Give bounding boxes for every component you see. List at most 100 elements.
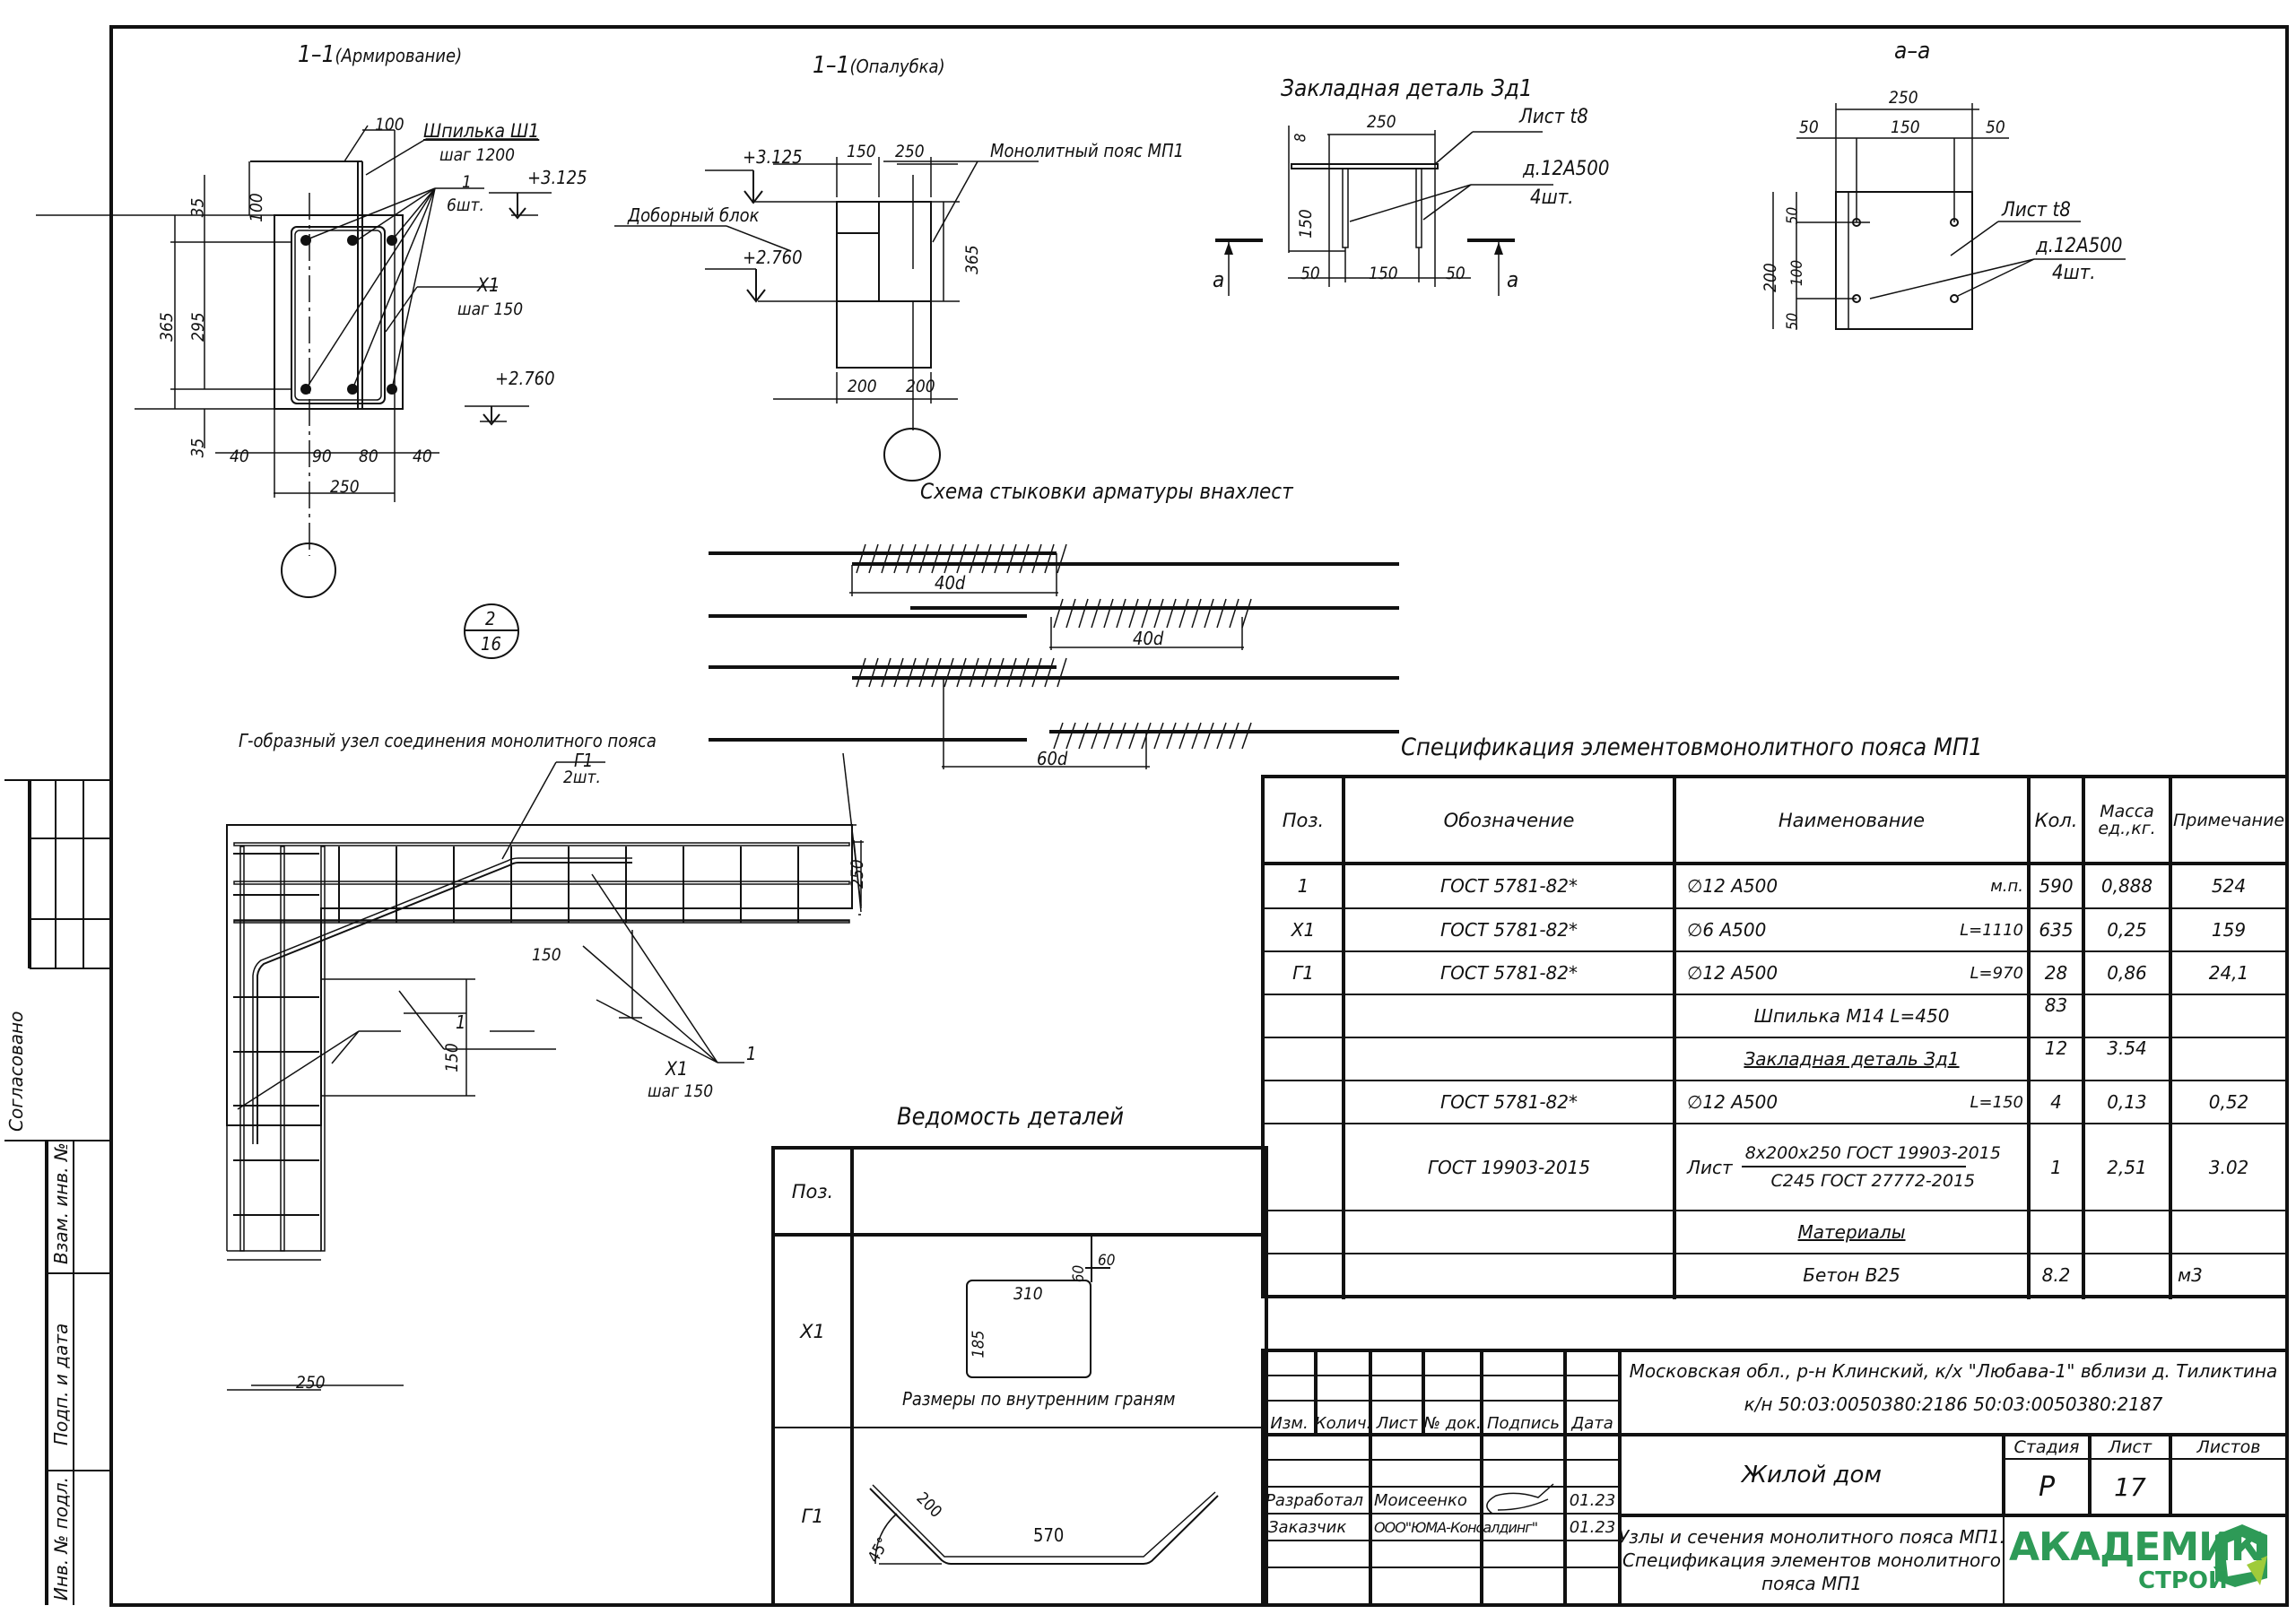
stirrup-label: Х1 bbox=[477, 274, 500, 296]
dim-label: 40 bbox=[230, 447, 249, 466]
rod-count: 4шт. bbox=[2052, 262, 2096, 284]
dim-label: 150 bbox=[1891, 117, 1920, 137]
dim-label: 250 bbox=[296, 1373, 326, 1393]
lap-hatch-mark bbox=[1229, 598, 1239, 629]
side-stamp-inv-original: Инв. № подл. bbox=[50, 1477, 72, 1601]
stud-step: шаг 1200 bbox=[439, 145, 516, 165]
lap-hatch-mark bbox=[1178, 598, 1189, 629]
object-name: Жилой дом bbox=[1741, 1462, 1883, 1488]
dim-label: 50 bbox=[1446, 264, 1465, 283]
spec-cell-mass: 2,51 bbox=[2107, 1156, 2147, 1178]
spec-cell-mass: 3.54 bbox=[2107, 1037, 2147, 1059]
dim-label: 50 bbox=[1300, 264, 1320, 283]
detail-dim: 60 bbox=[1098, 1252, 1116, 1270]
spec-cell-pos: Г1 bbox=[1292, 962, 1314, 984]
lap-hatch-mark bbox=[944, 657, 954, 688]
dim-label: 100 bbox=[375, 115, 404, 135]
spec-header-name: Наименование bbox=[1778, 809, 1926, 831]
lap-hatch-mark bbox=[893, 543, 904, 574]
lap-hatch-mark bbox=[1229, 722, 1239, 750]
sheets-label: Листов bbox=[2196, 1436, 2261, 1457]
spec-cell-name: Материалы bbox=[1674, 1211, 2029, 1254]
dim-label: 150 bbox=[1369, 264, 1398, 283]
embedded-part-title: Закладная деталь Зд1 bbox=[1281, 75, 1533, 102]
stage-label: Стадия bbox=[2013, 1436, 2080, 1457]
spec-cell-pos bbox=[1263, 994, 1344, 1037]
section-marker-circle bbox=[281, 542, 336, 598]
dim-label: 150 bbox=[532, 945, 561, 965]
spec-name-suffix: L=150 bbox=[1970, 1092, 2023, 1112]
sheets-value bbox=[2170, 1459, 2287, 1515]
spec-cell-mass bbox=[2083, 994, 2170, 1037]
spec-cell-designation bbox=[1344, 1254, 1674, 1297]
dim-label: 365 bbox=[961, 245, 982, 274]
lap-hatch-mark bbox=[1006, 657, 1017, 688]
stirrup-step: шаг 150 bbox=[457, 299, 524, 319]
section-aa-drawing bbox=[1772, 103, 2126, 330]
spec-cell-designation: ГОСТ 5781-82* bbox=[1440, 1091, 1578, 1113]
side-stamp-grid bbox=[4, 779, 111, 1605]
dim-label: 250 bbox=[1367, 112, 1396, 132]
dim-label: 100 bbox=[246, 193, 266, 222]
spec-cell-qty: 12 bbox=[2044, 1037, 2068, 1059]
section-formwork-title: 1–1(Опалубка) bbox=[813, 52, 945, 79]
customer-date: 01.23 bbox=[1569, 1517, 1616, 1537]
drawing-title-line2: Спецификация элементов монолитного bbox=[1622, 1549, 2002, 1571]
lap-hatch-mark bbox=[1031, 657, 1042, 688]
lap-hatch-mark bbox=[918, 543, 929, 574]
lap-hatch-mark bbox=[1019, 657, 1030, 688]
g-bar-label: Г1 bbox=[574, 750, 594, 771]
lap-length-label: 40d bbox=[935, 572, 966, 594]
spec-cell-pos bbox=[1263, 1211, 1344, 1254]
spec-cell-designation: ГОСТ 5781-82* bbox=[1440, 962, 1578, 984]
dim-label: 150 bbox=[847, 142, 876, 161]
spec-header-designation: Обозначение bbox=[1443, 809, 1575, 831]
section-reinforcement-title: 1–1(Армирование) bbox=[298, 41, 463, 68]
lap-hatch-mark bbox=[1031, 543, 1042, 574]
sheet-label: Лист t8 bbox=[2002, 199, 2071, 221]
spec-header-pos: Поз. bbox=[1282, 809, 1325, 831]
lap-hatch-mark bbox=[1116, 598, 1126, 629]
lap-hatch-mark bbox=[1065, 598, 1076, 629]
customer-name: ООО"ЮМА-Консалдинг" bbox=[1374, 1518, 1538, 1536]
dim-label: 200 bbox=[1760, 263, 1780, 292]
lap-length-label: 40d bbox=[1133, 628, 1164, 649]
spec-name-numerator: 8х200х250 ГОСТ 19903-2015 bbox=[1744, 1143, 2001, 1164]
title-block-grid bbox=[1261, 1349, 2289, 1607]
dim-label: 90 bbox=[312, 447, 332, 466]
spec-cell-note bbox=[2170, 1211, 2287, 1254]
spec-cell-qty: 4 bbox=[2050, 1091, 2062, 1113]
lap-hatch-mark bbox=[1241, 598, 1252, 629]
belt-label: Монолитный пояс МП1 bbox=[990, 140, 1185, 161]
spec-name-text: Бетон В25 bbox=[1803, 1264, 1900, 1286]
bar-pos-label: 1 bbox=[462, 172, 472, 192]
lap-hatch-mark bbox=[931, 657, 942, 688]
dim-label: 50 bbox=[1784, 206, 1803, 225]
node-callout-top: 2 bbox=[485, 608, 496, 629]
lap-hatch-mark bbox=[956, 543, 967, 574]
dim-label: 8 bbox=[1292, 133, 1310, 143]
spec-cell-pos: Х1 bbox=[1291, 919, 1316, 941]
logo-house-icon bbox=[2215, 1524, 2267, 1587]
rod-label: д.12А500 bbox=[1523, 158, 1610, 180]
spec-cell-name: Бетон В25 bbox=[1674, 1254, 2029, 1297]
spec-header-mass: Масса ед.,кг. bbox=[2098, 801, 2156, 838]
lap-hatch-mark bbox=[994, 657, 1004, 688]
developed-role: Разработал bbox=[1265, 1490, 1364, 1510]
lap-hatch-mark bbox=[1065, 722, 1076, 750]
spec-cell-note: 159 bbox=[2211, 919, 2247, 941]
details-list-title: Ведомость деталей bbox=[897, 1103, 1125, 1131]
spec-cell-designation bbox=[1344, 1211, 1674, 1254]
level-mark: +2.760 bbox=[743, 247, 803, 268]
lap-hatch-mark bbox=[856, 657, 866, 688]
rod-count: 4шт. bbox=[1530, 187, 1574, 209]
lap-hatch-mark bbox=[969, 543, 979, 574]
dim-label: 80 bbox=[359, 447, 378, 466]
dim-label: 50 bbox=[1799, 117, 1819, 137]
lap-hatch-mark bbox=[893, 657, 904, 688]
sheet-label: Лист bbox=[2108, 1436, 2152, 1457]
